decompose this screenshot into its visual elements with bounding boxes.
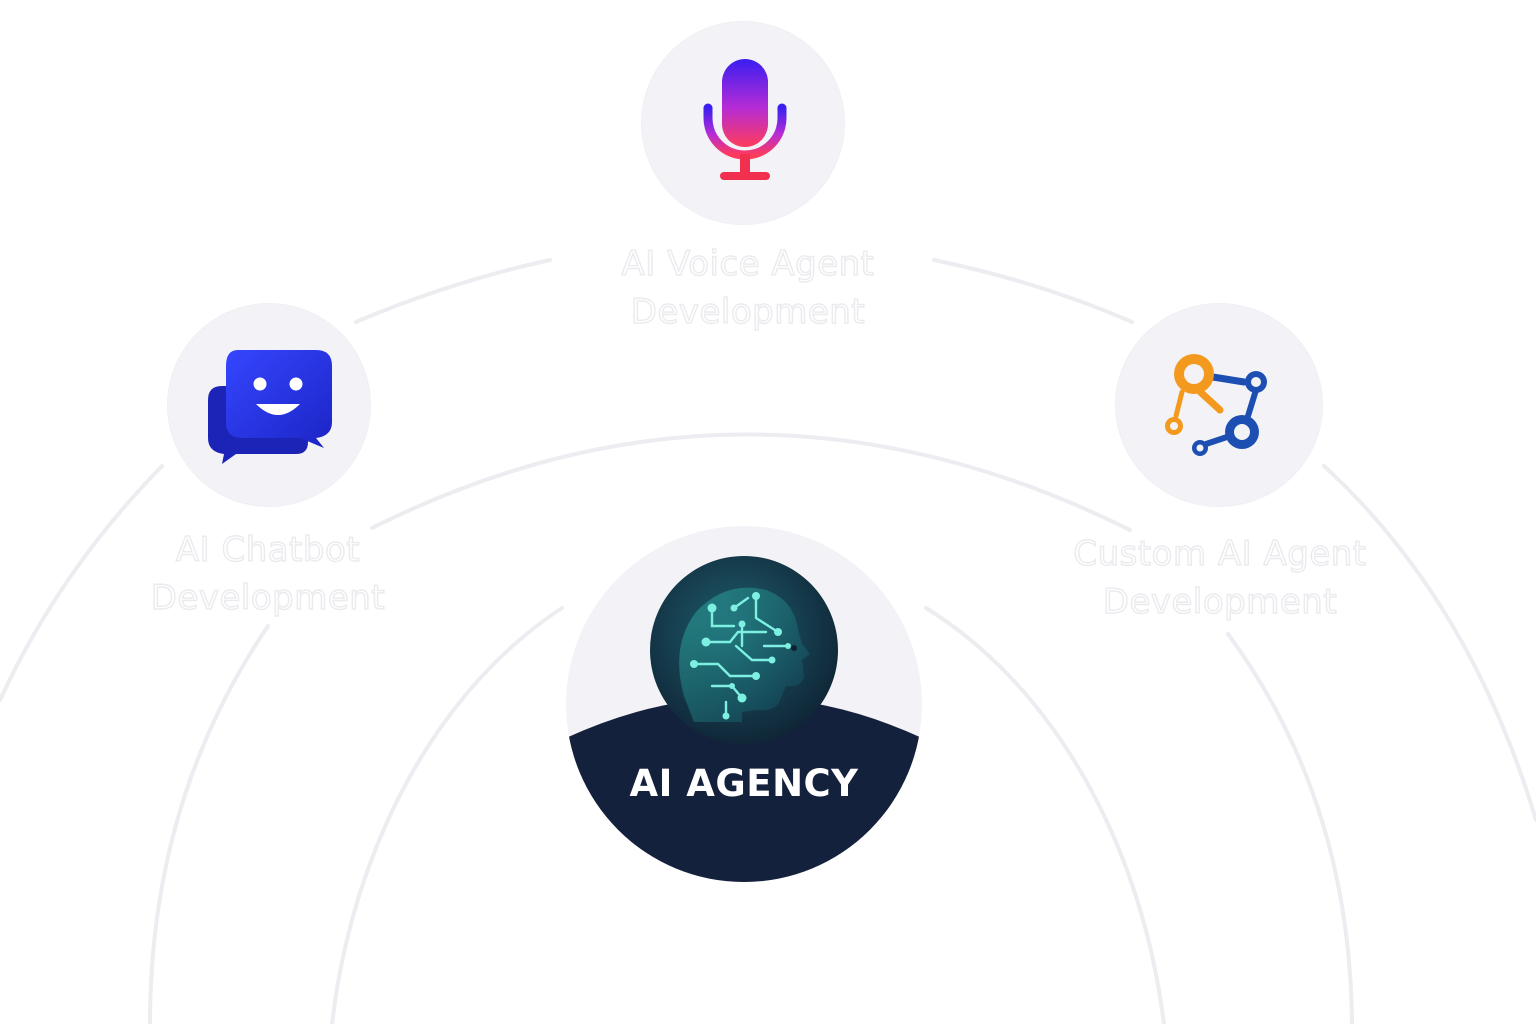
middle-ring-right-arc	[1226, 632, 1354, 1024]
ai-agency-title: AI AGENCY	[629, 762, 859, 805]
inner-ring-left-arc	[330, 606, 564, 1024]
chatbot-label-line2: Development	[150, 577, 386, 618]
custom-agent-label: Custom AI Agent Development	[1030, 530, 1410, 626]
chatbot-label-line1: AI Chatbot	[175, 529, 361, 570]
outer-ring-top-right-arc	[932, 258, 1134, 324]
middle-ring-left-arc	[148, 624, 270, 1024]
outer-ring-left-arc	[0, 464, 164, 702]
middle-ring-top-arc	[370, 432, 1132, 532]
microphone-icon	[703, 59, 787, 180]
outer-ring-top-left-arc	[354, 258, 552, 324]
voice-agent-label-line2: Development	[630, 291, 866, 332]
chat-bubble-smile-icon	[208, 350, 332, 464]
node-network-icon	[1165, 354, 1267, 456]
outer-ring-right-arc	[1322, 464, 1536, 822]
voice-agent-label-line1: AI Voice Agent	[621, 243, 875, 284]
voice-agent-label: AI Voice Agent Development	[560, 240, 936, 336]
chatbot-label: AI Chatbot Development	[90, 526, 446, 622]
inner-ring-right-arc	[924, 606, 1166, 1024]
ai-agency-badge	[566, 556, 922, 882]
custom-agent-label-line2: Development	[1102, 581, 1338, 622]
ai-agency-node[interactable]	[566, 526, 922, 882]
custom-agent-label-line1: Custom AI Agent	[1073, 533, 1367, 574]
